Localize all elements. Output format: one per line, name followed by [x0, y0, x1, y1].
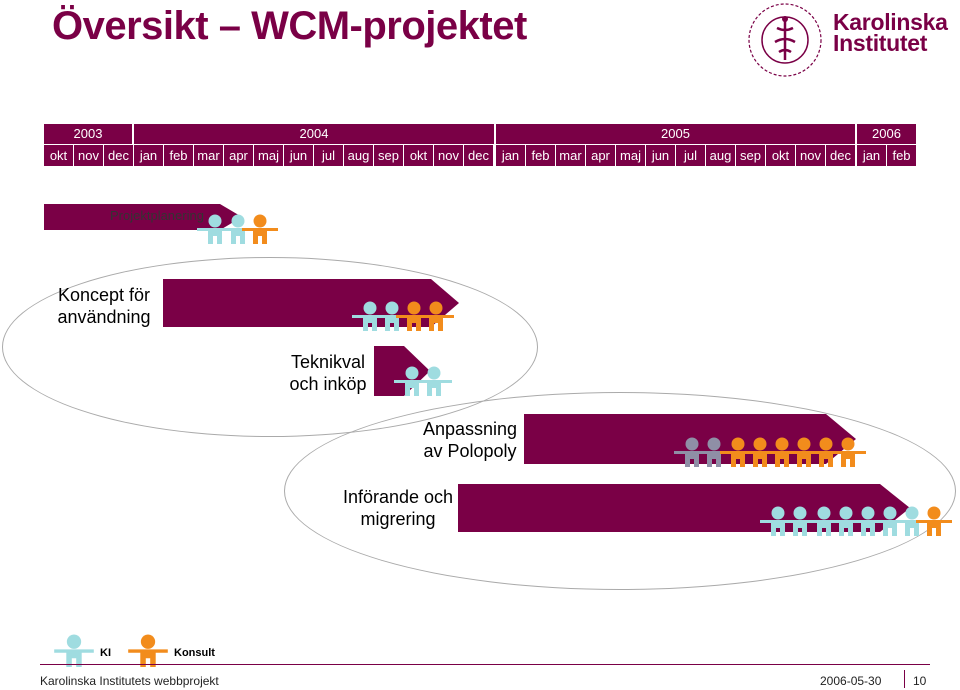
month-cell: mar	[194, 145, 223, 166]
label-inforande-line1: Införande och	[342, 487, 454, 507]
label-koncept-line1: Koncept för	[57, 285, 151, 305]
consultant-person-icon	[808, 437, 844, 467]
label-projektplanering: Projektplanering	[110, 208, 204, 223]
ki-person-icon	[806, 506, 842, 536]
ki-person-icon	[416, 366, 452, 396]
footer-date: 2006-05-30	[820, 674, 882, 688]
ki-person-icon	[760, 506, 796, 536]
legend-consultant-label: Konsult	[174, 647, 215, 659]
page-title: Översikt – WCM-projektet	[52, 4, 527, 48]
ki-logo-text: Karolinska Institutet	[833, 9, 948, 56]
month-cell: maj	[616, 145, 645, 166]
month-cell: maj	[254, 145, 283, 166]
month-cell: jan	[134, 145, 163, 166]
month-cell: apr	[224, 145, 253, 166]
label-inforande: Införande och migrering	[336, 486, 460, 530]
month-cell: jul	[314, 145, 343, 166]
label-anpassning-line1: Anpassning	[422, 419, 518, 439]
consultant-person-icon	[720, 437, 756, 467]
ki-person-icon	[850, 506, 886, 536]
month-cell: jun	[646, 145, 675, 166]
ki-person-icon	[374, 301, 410, 331]
month-cell: okt	[766, 145, 795, 166]
month-cell: nov	[434, 145, 463, 166]
group-ellipse-1	[2, 257, 538, 437]
year-cell: 2003	[44, 124, 132, 144]
ki-person-icon	[352, 301, 388, 331]
month-cell: feb	[164, 145, 193, 166]
ki-person-icon	[894, 506, 930, 536]
label-teknikval-line2: och inköp	[289, 374, 367, 394]
ki-person-icon	[872, 506, 908, 536]
footer-page-number: 10	[913, 674, 927, 688]
month-cell: dec	[826, 145, 855, 166]
month-cell: jan	[857, 145, 886, 166]
ki-person-icon	[674, 437, 710, 467]
consultant-person-icon	[418, 301, 454, 331]
ki-person-icon	[696, 437, 732, 467]
bar-projektplanering	[44, 204, 242, 230]
month-cell: sep	[374, 145, 403, 166]
ki-person-icon	[197, 214, 233, 244]
month-cell: okt	[404, 145, 433, 166]
label-koncept: Koncept för användning	[48, 284, 160, 328]
consultant-person-icon	[830, 437, 866, 467]
month-cell: jul	[676, 145, 705, 166]
year-cell: 2006	[857, 124, 916, 144]
month-cell: mar	[556, 145, 585, 166]
consultant-person-icon	[242, 214, 278, 244]
ki-seal-logo	[748, 3, 822, 77]
month-cell: aug	[344, 145, 373, 166]
label-anpassning: Anpassning av Polopoly	[412, 418, 528, 462]
year-cell: 2004	[134, 124, 494, 144]
consultant-person-icon	[742, 437, 778, 467]
month-cell: feb	[887, 145, 916, 166]
month-cell: apr	[586, 145, 615, 166]
month-cell: sep	[736, 145, 765, 166]
ki-person-icon	[220, 214, 256, 244]
month-cell: aug	[706, 145, 735, 166]
legend-ki-label: KI	[100, 647, 111, 659]
month-cell: dec	[104, 145, 133, 166]
group-ellipse-2	[284, 392, 956, 590]
month-cell: nov	[796, 145, 825, 166]
consultant-person-icon	[916, 506, 952, 536]
footer-title: Karolinska Institutets webbprojekt	[40, 674, 219, 688]
label-inforande-line2: migrering	[360, 509, 436, 529]
month-cell: jun	[284, 145, 313, 166]
year-cell: 2005	[496, 124, 855, 144]
ki-person-icon	[394, 366, 430, 396]
footer-separator	[904, 670, 905, 688]
ki-person-icon	[782, 506, 818, 536]
label-anpassning-line2: av Polopoly	[423, 441, 517, 461]
consultant-person-icon	[396, 301, 432, 331]
month-cell: nov	[74, 145, 103, 166]
legend-ki-icon	[54, 634, 94, 667]
ki-logo-line1: Karolinska	[833, 9, 948, 35]
consultant-person-icon	[764, 437, 800, 467]
label-teknikval-line1: Teknikval	[290, 352, 366, 372]
label-koncept-line2: användning	[57, 307, 151, 327]
month-cell: okt	[44, 145, 73, 166]
month-cell: jan	[496, 145, 525, 166]
month-cell: feb	[526, 145, 555, 166]
label-teknikval: Teknikval och inköp	[280, 351, 376, 395]
ki-person-icon	[828, 506, 864, 536]
ki-logo-line2: Institutet	[833, 30, 928, 56]
legend-consultant-icon	[128, 634, 168, 667]
consultant-person-icon	[786, 437, 822, 467]
footer-divider	[40, 664, 930, 665]
month-cell: dec	[464, 145, 493, 166]
